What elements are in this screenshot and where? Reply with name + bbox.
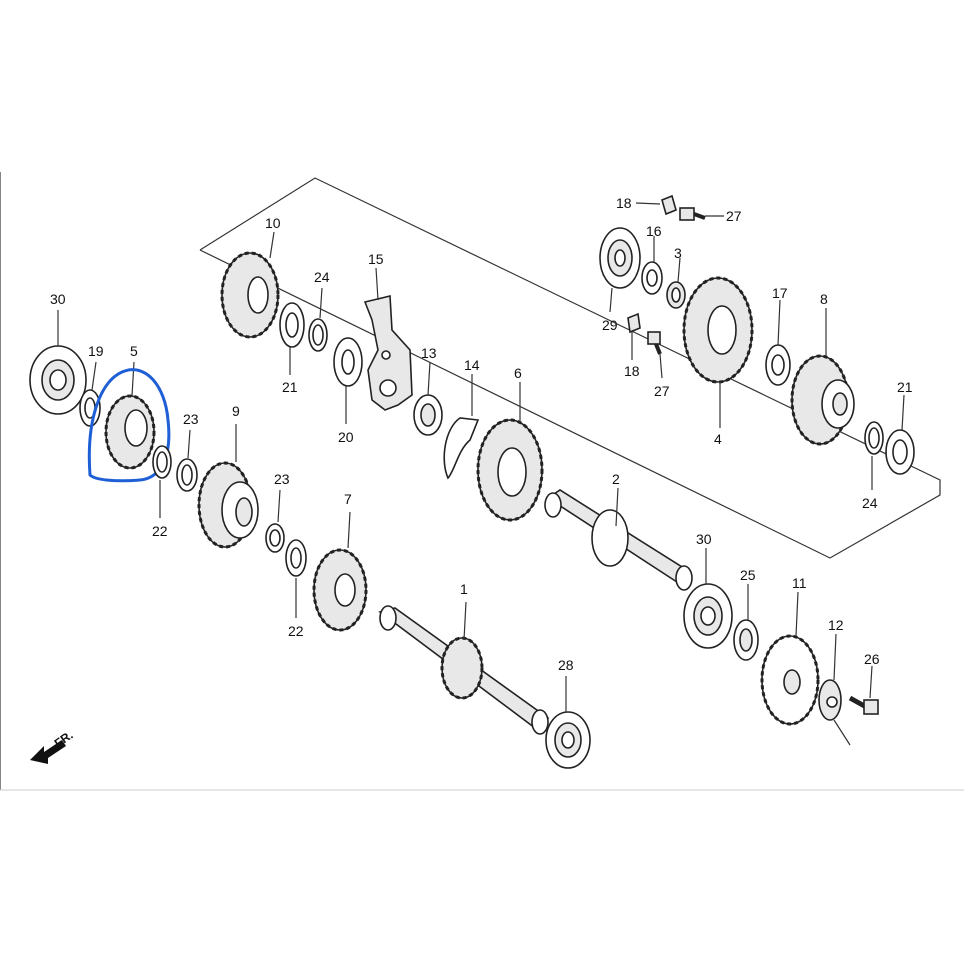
washer-18-top — [661, 194, 677, 216]
bearing-30-right — [683, 583, 733, 649]
label-20: 20 — [338, 429, 354, 445]
leader-11 — [795, 591, 799, 637]
leader-13 — [427, 361, 431, 396]
label-24-right: 24 — [862, 495, 878, 511]
highlight-circle — [87, 368, 171, 483]
gear-10 — [220, 251, 280, 339]
bearing-28 — [545, 711, 591, 769]
leader-18a — [635, 202, 661, 205]
label-25: 25 — [740, 567, 756, 583]
label-24-left: 24 — [314, 269, 330, 285]
bearing-29 — [599, 227, 641, 289]
label-29: 29 — [602, 317, 618, 333]
label-27-top: 27 — [726, 208, 742, 224]
bearing-30-left — [29, 345, 87, 415]
leader-17 — [777, 299, 781, 346]
leader-2 — [615, 487, 619, 527]
label-12: 12 — [828, 617, 844, 633]
leader-19 — [91, 361, 97, 391]
label-22-right: 22 — [288, 623, 304, 639]
gear-8 — [790, 354, 855, 446]
label-18-lower: 18 — [624, 363, 640, 379]
clip-14 — [443, 417, 480, 480]
leader-10 — [269, 231, 275, 259]
label-21-right: 21 — [897, 379, 913, 395]
leader-21b — [901, 394, 905, 431]
mainshaft-1 — [378, 605, 550, 735]
leader-24a — [319, 287, 323, 319]
label-2: 2 — [612, 471, 620, 487]
gear-9 — [197, 461, 259, 549]
label-26: 26 — [864, 651, 880, 667]
gear-7 — [312, 548, 368, 632]
leader-29 — [609, 287, 613, 313]
label-10: 10 — [265, 215, 281, 231]
front-arrow-icon — [30, 740, 66, 764]
label-30-right: 30 — [696, 531, 712, 547]
gear-6 — [476, 418, 544, 522]
countershaft-2 — [544, 489, 693, 591]
leader-3 — [677, 257, 681, 283]
gear-5 — [104, 394, 156, 470]
label-19: 19 — [88, 343, 104, 359]
leader-23a — [187, 429, 191, 459]
label-30-left: 30 — [50, 291, 66, 307]
leader-15 — [375, 267, 379, 301]
label-7: 7 — [344, 491, 352, 507]
label-18-top: 18 — [616, 195, 632, 211]
leader-5 — [131, 361, 135, 397]
label-3: 3 — [674, 245, 682, 261]
label-4: 4 — [714, 431, 722, 447]
label-6: 6 — [514, 365, 522, 381]
label-8: 8 — [820, 291, 828, 307]
bolt-26 — [848, 695, 879, 715]
label-11: 11 — [792, 575, 807, 591]
washer-18-lower — [627, 312, 641, 334]
leader-26 — [869, 665, 873, 699]
label-28: 28 — [558, 657, 574, 673]
leader-27b — [659, 353, 663, 379]
leader-1 — [463, 601, 467, 641]
label-9: 9 — [232, 403, 240, 419]
label-15: 15 — [368, 251, 384, 267]
countershaft-frame — [199, 177, 941, 559]
label-23-right: 23 — [274, 471, 290, 487]
label-17: 17 — [772, 285, 788, 301]
label-14: 14 — [464, 357, 480, 373]
leader-12 — [833, 633, 837, 681]
label-27-lower: 27 — [654, 383, 670, 399]
label-5: 5 — [130, 343, 138, 359]
sprocket-11 — [760, 634, 820, 726]
label-22-left: 22 — [152, 523, 168, 539]
label-23-left: 23 — [183, 411, 199, 427]
bolt-27-lower — [647, 331, 662, 355]
front-direction-indicator: FR. — [30, 728, 76, 764]
label-21-left: 21 — [282, 379, 298, 395]
label-13: 13 — [421, 345, 437, 361]
label-1: 1 — [460, 581, 468, 597]
label-16: 16 — [646, 223, 662, 239]
leader-23b — [277, 489, 281, 523]
leader-7 — [347, 511, 351, 549]
gear-4 — [682, 276, 754, 384]
bolt-27-top — [679, 207, 706, 221]
